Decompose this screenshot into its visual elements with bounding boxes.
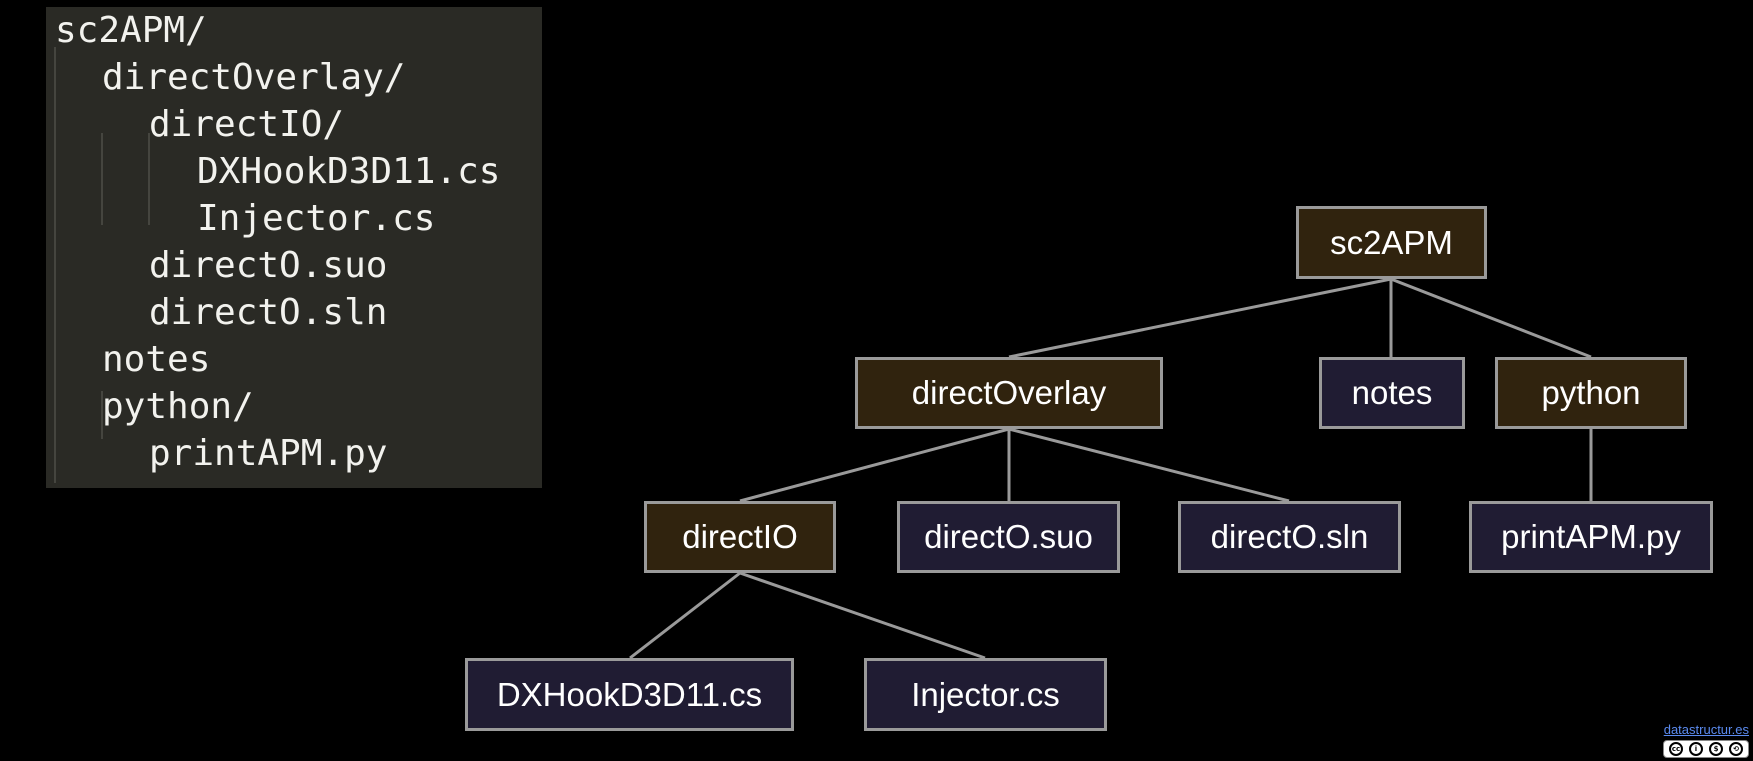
node-label: DXHookD3D11.cs [496,675,763,713]
directory-listing: sc2APM/ directOverlay/ directIO/ DXHookD… [46,7,542,488]
tree-edge [629,571,741,660]
tree-node-directo-suo: directO.suo [897,501,1120,573]
tree-node-directoverlay: directOverlay [855,357,1163,429]
nc-icon: $ [1709,742,1723,756]
node-label: directO.sln [1210,518,1369,555]
node-label: printAPM.py [1501,518,1681,555]
indent-guide [101,391,103,439]
listing-line: python/ [102,386,254,427]
tree-node-injector: Injector.cs [864,658,1107,731]
listing-line: DXHookD3D11.cs [197,151,501,192]
indent-guide [101,133,103,225]
tree-node-printapm: printAPM.py [1469,501,1713,573]
cc-by-nc-sa-badge-icon: cc i $ ⟲ [1663,740,1749,758]
credit-link[interactable]: datastructur.es [1663,722,1749,737]
node-label: directOverlay [911,374,1107,411]
node-label: sc2APM [1330,223,1453,261]
tree-node-dxhook: DXHookD3D11.cs [465,658,794,731]
tree-edge [739,571,986,660]
listing-line: notes [102,339,211,380]
node-label: python [1541,374,1641,411]
by-icon: i [1689,742,1703,756]
tree-edge [1390,277,1592,359]
tree-node-sc2apm: sc2APM [1296,206,1487,279]
tree-edge [1008,427,1290,503]
node-label: directO.suo [924,518,1093,555]
tree-node-directio: directIO [644,501,836,573]
listing-line: directIO/ [149,104,345,145]
cc-icon: cc [1669,742,1683,756]
node-label: Injector.cs [911,675,1060,713]
tree-node-directo-sln: directO.sln [1178,501,1401,573]
listing-line: Injector.cs [197,198,436,239]
node-label: notes [1351,374,1433,411]
listing-line: directO.suo [149,245,388,286]
tree-edge [1008,277,1392,359]
listing-line: directO.sln [149,292,388,333]
listing-line: printAPM.py [149,433,388,474]
node-label: directIO [682,518,798,555]
listing-line: sc2APM/ [55,10,207,51]
listing-line: directOverlay/ [102,57,406,98]
indent-guide [148,133,150,225]
tree-edge [739,427,1010,503]
tree-node-python: python [1495,357,1687,429]
sa-icon: ⟲ [1729,742,1743,756]
indent-guide [54,47,56,483]
tree-node-notes: notes [1319,357,1465,429]
